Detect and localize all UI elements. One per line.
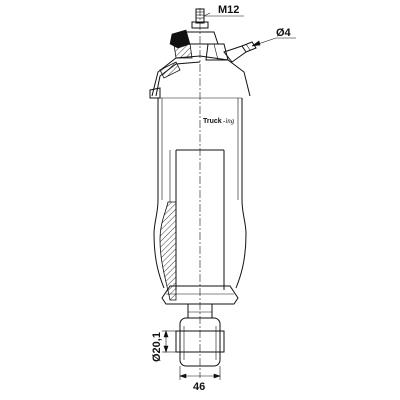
top-plate [149,55,251,99]
dimension-port: Ø4 [251,27,296,47]
svg-text:M12: M12 [218,4,239,16]
dimension-m12: M12 [203,4,244,17]
svg-text:-ing: -ing [223,117,235,125]
air-port-fitting [223,41,257,63]
top-cap [169,29,229,61]
svg-text:Truck: Truck [203,118,222,125]
dimension-eye-diameter: Ø20,1 [151,330,176,362]
lower-eye [175,317,225,367]
air-spring-bellows [153,97,247,301]
svg-text:46: 46 [193,381,205,393]
svg-text:Ø4: Ø4 [276,27,292,39]
dimension-eye-width: 46 [179,366,221,393]
truck-ing-logo: Truck -ing [203,117,235,125]
svg-text:Ø20,1: Ø20,1 [151,332,163,362]
top-stud [191,8,209,29]
